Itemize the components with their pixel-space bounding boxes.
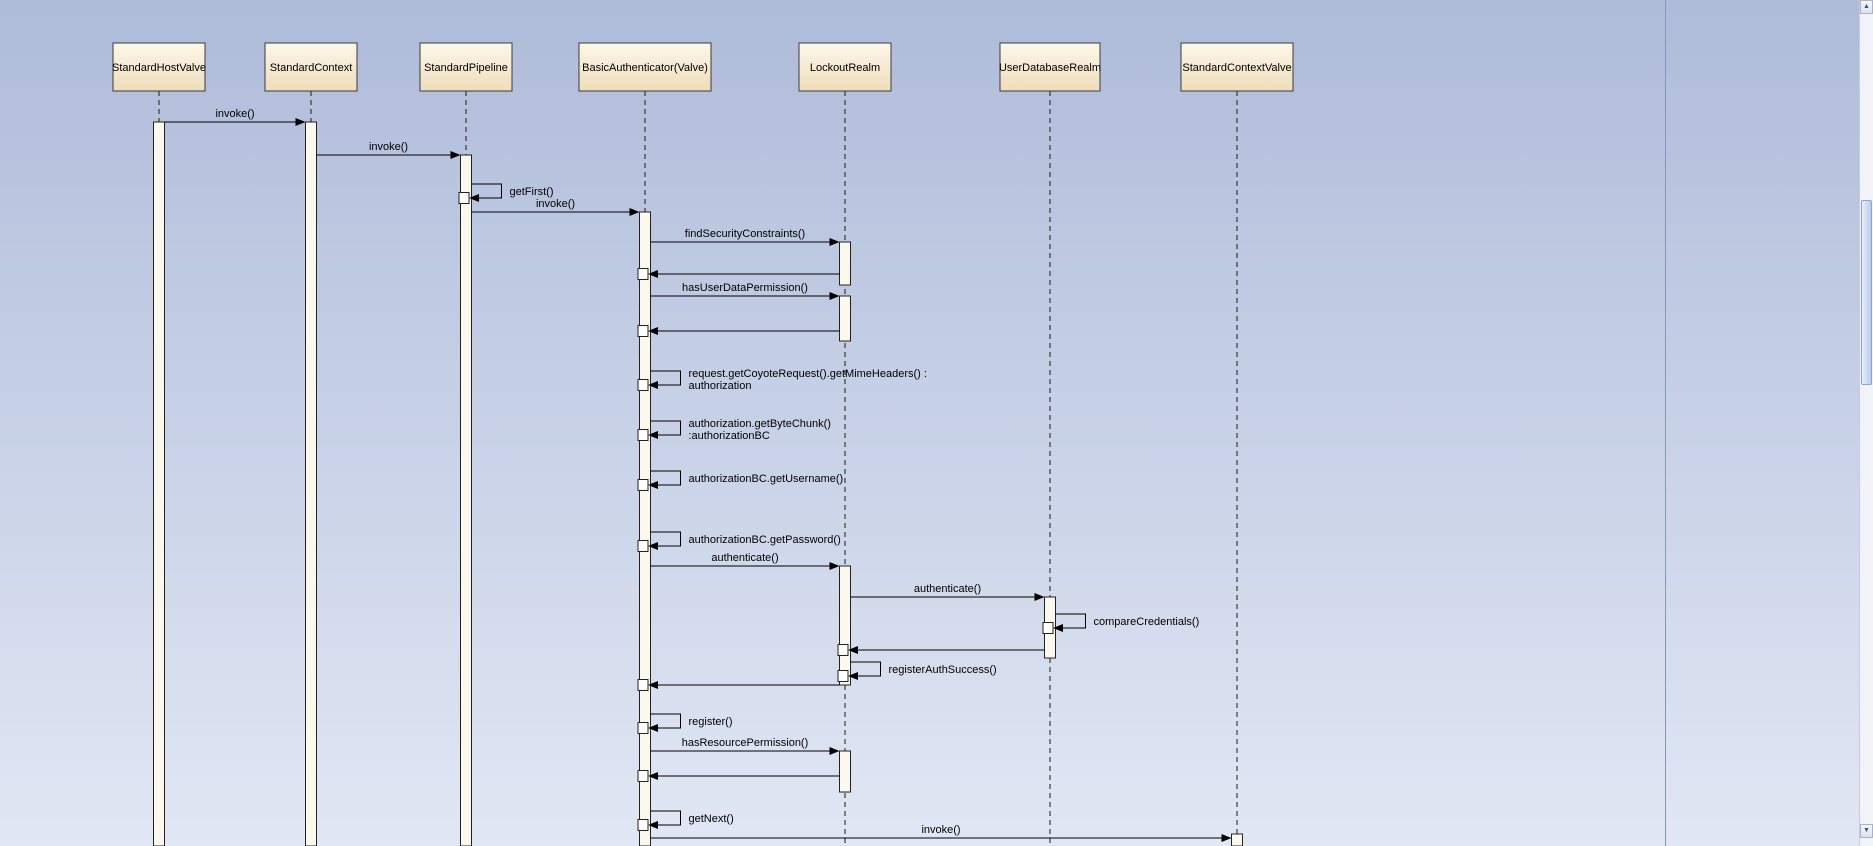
nested-activation-marker [637,540,649,552]
message-label[interactable]: invoke() [921,824,960,836]
arrowhead [829,238,840,246]
arrowhead [648,381,658,389]
activation-bar[interactable] [639,211,651,846]
arrowhead [648,821,658,829]
message-label[interactable]: authorizationBC.getUsername() [689,473,844,485]
self-message-line[interactable] [650,420,681,436]
nested-activation-marker [637,722,649,734]
self-message-line[interactable] [471,183,502,199]
participant-name: StandardHostValve [112,62,206,74]
participant-name: UserDatabaseRealm [999,62,1101,74]
arrowhead [648,327,658,335]
self-message-line[interactable] [650,470,681,486]
self-message-line[interactable] [850,661,881,677]
participant-name: BasicAuthenticator(Valve) [582,62,708,74]
message-label[interactable]: authenticate() [914,583,981,595]
message-label[interactable]: getNext() [689,813,734,825]
message-label[interactable]: authenticate() [711,552,778,564]
message-label[interactable]: invoke() [215,108,254,120]
participant-box[interactable] [578,42,712,92]
message-label[interactable]: getFirst() [510,186,554,198]
message-label[interactable]: authorizationBC.getPassword() [689,534,841,546]
arrowhead [648,772,658,780]
page-boundary-line [1665,0,1666,846]
arrowhead [829,747,840,755]
activation-bar[interactable] [839,750,851,793]
self-message-line[interactable] [1055,613,1086,629]
participant-name: StandardPipeline [424,62,508,74]
arrowhead [1034,593,1045,601]
arrowhead [629,208,640,216]
arrowhead [648,431,658,439]
participant-name: StandardContext [270,62,353,74]
self-message-line[interactable] [650,370,681,386]
message-label[interactable]: hasResourcePermission() [682,737,809,749]
arrowhead [1053,624,1063,632]
vertical-scrollbar[interactable]: ▲ ▼ [1859,0,1873,846]
arrowhead [648,270,658,278]
self-message-line[interactable] [650,531,681,547]
message-label[interactable]: :authorizationBC [689,430,770,442]
message-label[interactable]: registerAuthSuccess() [889,664,997,676]
arrowhead [648,481,658,489]
message-label[interactable]: register() [689,716,733,728]
message-label[interactable]: authorization.getByteChunk() [689,418,831,430]
scroll-down-button[interactable]: ▼ [1860,824,1873,838]
participant-box[interactable] [798,42,892,92]
participant-box[interactable] [999,42,1101,92]
nested-activation-marker [637,770,649,782]
message-label[interactable]: hasUserDataPermission() [682,282,808,294]
participant-box[interactable] [112,42,206,92]
activation-bar[interactable] [839,295,851,342]
arrowhead [648,542,658,550]
message-label[interactable]: invoke() [369,141,408,153]
arrowhead [1221,834,1232,842]
activation-bar[interactable] [839,565,851,686]
arrowhead [295,118,306,126]
nested-activation-marker [637,325,649,337]
activation-bar[interactable] [305,121,317,846]
participant-box[interactable] [419,42,513,92]
nested-activation-marker [637,679,649,691]
activation-bar[interactable] [839,241,851,286]
arrowhead [648,681,658,689]
nested-activation-marker [637,379,649,391]
scroll-up-button[interactable]: ▲ [1860,0,1873,14]
activation-bar[interactable] [153,121,165,846]
scrollbar-thumb[interactable] [1861,200,1872,385]
nested-activation-marker [637,479,649,491]
participant-box[interactable] [264,42,358,92]
arrowhead [829,292,840,300]
message-label[interactable]: request.getCoyoteRequest().getMimeHeader… [689,368,927,380]
message-label[interactable]: compareCredentials() [1094,616,1200,628]
nested-activation-marker [458,192,470,204]
nested-activation-marker [637,429,649,441]
message-label[interactable]: authorization [689,380,752,392]
self-message-line[interactable] [650,810,681,826]
arrowhead [829,562,840,570]
activation-bar[interactable] [1231,833,1243,846]
arrowhead [848,672,858,680]
nested-activation-marker [837,670,849,682]
activation-bar[interactable] [460,154,472,846]
arrowhead [848,646,858,654]
arrowhead [648,724,658,732]
participant-box[interactable] [1180,42,1294,92]
nested-activation-marker [1042,622,1054,634]
nested-activation-marker [837,644,849,656]
self-message-line[interactable] [650,713,681,729]
message-label[interactable]: findSecurityConstraints() [685,228,805,240]
arrowhead [469,194,479,202]
arrowhead [450,151,461,159]
participant-name: LockoutRealm [810,62,880,74]
nested-activation-marker [637,819,649,831]
message-label[interactable]: invoke() [536,198,575,210]
participant-name: StandardContextValve [1182,62,1291,74]
nested-activation-marker [637,268,649,280]
